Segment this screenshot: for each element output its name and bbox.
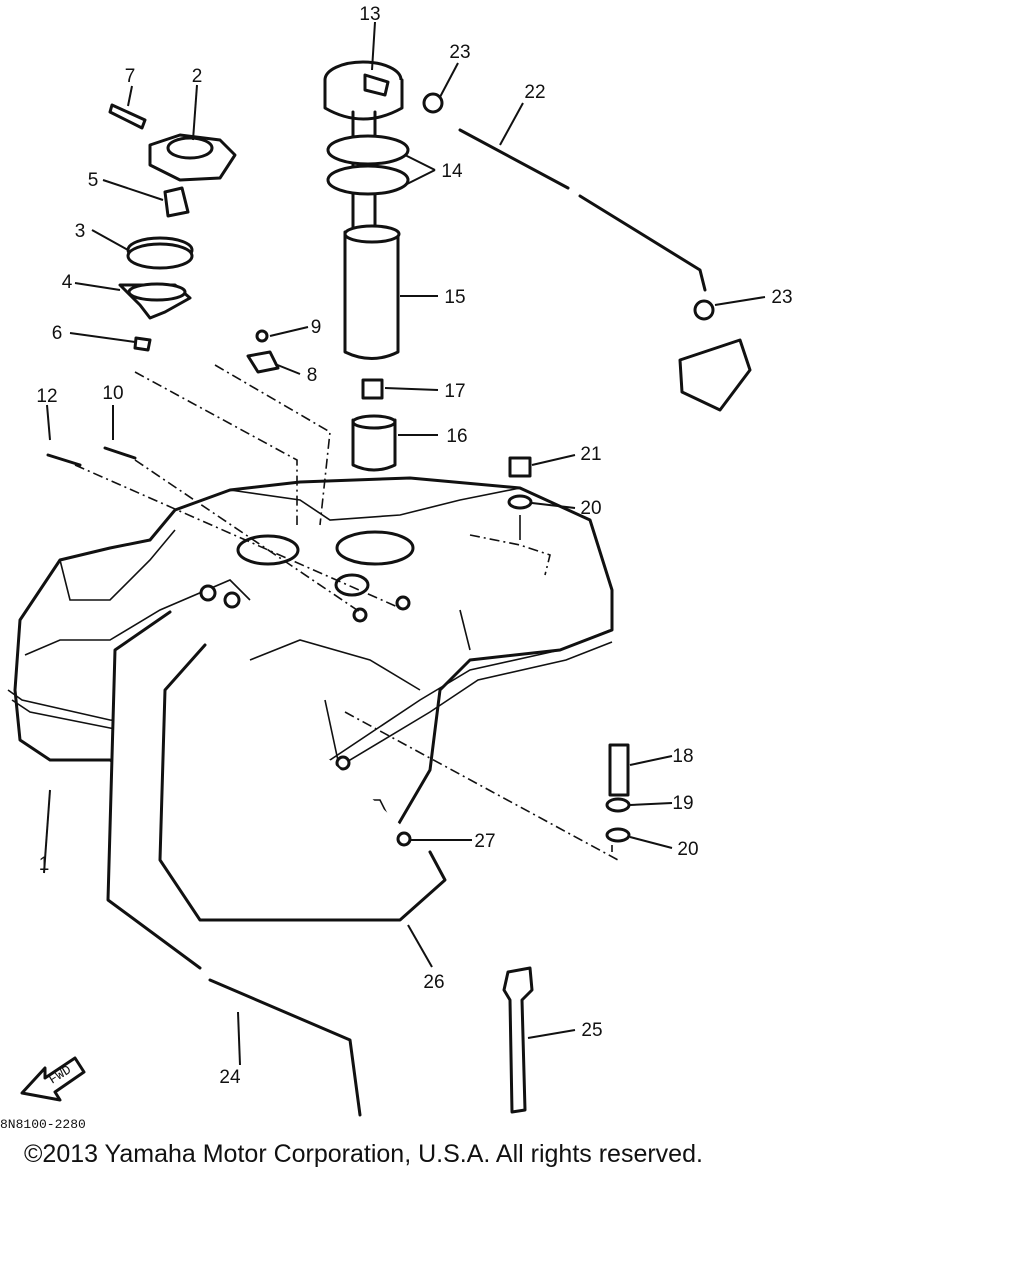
callout-19: 19: [672, 793, 693, 814]
callout-12: 12: [36, 386, 57, 407]
forward-arrow-icon: FWD: [20, 1056, 86, 1102]
callout-17: 17: [444, 381, 465, 402]
callout-22: 22: [524, 82, 545, 103]
fuel-pump-assembly: [323, 60, 410, 472]
callout-7: 7: [125, 66, 136, 87]
hose-22: [458, 128, 707, 292]
leader-lines: [43, 21, 766, 1066]
diagram-code: 8N8100-2280: [0, 1117, 86, 1132]
callout-14: 14: [441, 161, 463, 182]
callout-3: 3: [75, 221, 86, 242]
filler-cap-assembly: [108, 103, 237, 352]
callout-4: 4: [62, 272, 73, 293]
callout-1: 1: [39, 854, 50, 875]
callout-21: 21: [580, 444, 601, 465]
callout-13: 13: [359, 4, 380, 25]
callout-2: 2: [192, 66, 203, 87]
copyright-notice: ©2013 Yamaha Motor Corporation, U.S.A. A…: [24, 1140, 703, 1168]
callout-20-a: 20: [580, 498, 601, 519]
callout-20-b: 20: [677, 839, 698, 860]
callout-6: 6: [52, 323, 63, 344]
callout-9: 9: [311, 317, 322, 338]
callout-23-a: 23: [449, 42, 470, 63]
callout-18: 18: [672, 746, 693, 767]
hardware: [46, 92, 752, 1114]
callout-16: 16: [446, 426, 467, 447]
callout-25: 25: [581, 1020, 602, 1041]
callout-23-b: 23: [771, 287, 792, 308]
callout-26: 26: [423, 972, 444, 993]
callout-10: 10: [102, 383, 123, 404]
callout-8: 8: [307, 365, 318, 386]
callout-labels: 13 7 2 23 22 5 14 3 4 15 23 9 6 8 17 10 …: [36, 4, 792, 1088]
callout-15: 15: [444, 287, 465, 308]
callout-24: 24: [219, 1067, 241, 1088]
hose-26: [158, 643, 447, 922]
callout-5: 5: [88, 170, 99, 191]
callout-27: 27: [474, 831, 495, 852]
